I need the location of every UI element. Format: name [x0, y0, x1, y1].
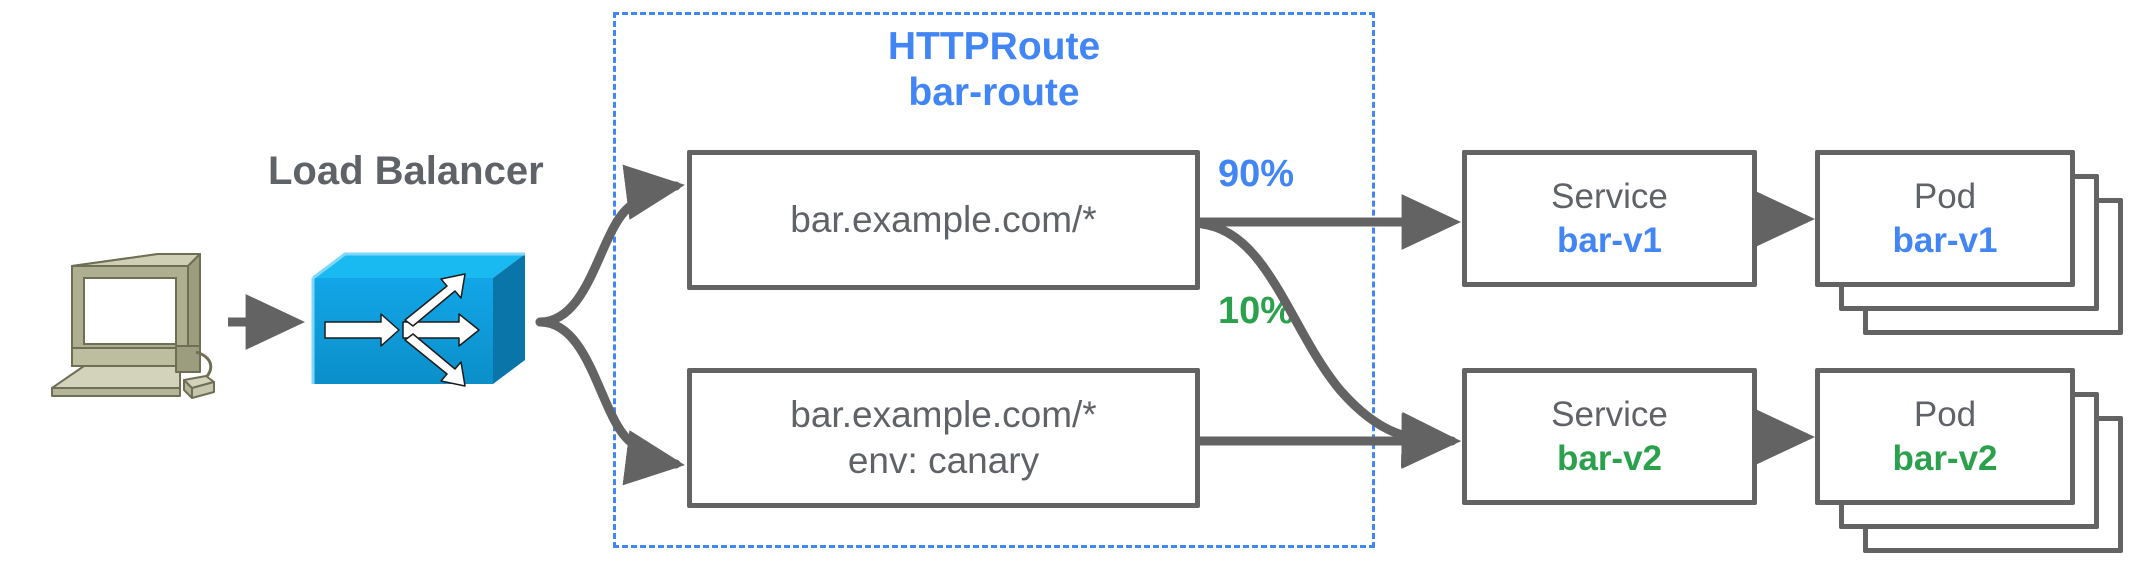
- httproute-group-title: HTTPRoute bar-route: [613, 24, 1375, 116]
- service-v2-name: bar-v2: [1556, 438, 1663, 478]
- weight-label-90: 90%: [1218, 153, 1295, 195]
- match-canary-header: env: canary: [847, 440, 1040, 481]
- pod-v2-name: bar-v2: [1892, 438, 1998, 478]
- load-balancer-label: Load Balancer: [268, 149, 544, 193]
- match-canary-hostname: bar.example.com/*: [790, 394, 1097, 436]
- load-balancer-switch-icon: [307, 248, 537, 408]
- match-box-canary[interactable]: bar.example.com/* env: canary: [687, 368, 1200, 508]
- service-v1-name: bar-v1: [1556, 220, 1663, 260]
- service-box-bar-v2[interactable]: Service bar-v2: [1462, 368, 1757, 505]
- service-v1-kind: Service: [1551, 177, 1668, 217]
- httproute-kind-label: HTTPRoute: [887, 25, 1101, 68]
- client-computer-icon: [48, 248, 228, 408]
- match-primary-hostname: bar.example.com/*: [790, 199, 1097, 241]
- weight-label-10: 10%: [1218, 290, 1295, 332]
- service-v2-kind: Service: [1551, 395, 1668, 435]
- httproute-name-label: bar-route: [908, 71, 1080, 115]
- pod-stack-bar-v1: Pod bar-v1: [1815, 150, 2125, 340]
- service-box-bar-v1[interactable]: Service bar-v1: [1462, 150, 1757, 287]
- pod-v2-kind: Pod: [1913, 395, 1977, 435]
- pod-box-bar-v1[interactable]: Pod bar-v1: [1815, 150, 2075, 287]
- match-box-primary[interactable]: bar.example.com/*: [687, 150, 1200, 290]
- pod-stack-bar-v2: Pod bar-v2: [1815, 368, 2125, 558]
- pod-v1-kind: Pod: [1913, 177, 1977, 217]
- pod-v1-name: bar-v1: [1892, 220, 1998, 260]
- pod-box-bar-v2[interactable]: Pod bar-v2: [1815, 368, 2075, 505]
